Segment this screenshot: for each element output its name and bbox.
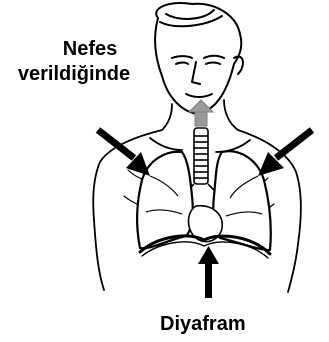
diaphragm-label: Diyafram — [160, 314, 246, 334]
left-pressure-arrow-icon — [98, 130, 150, 176]
diaphragm-arrow-icon — [198, 246, 219, 298]
breath-label-line1: Nefes — [40, 39, 140, 59]
right-pressure-arrow-icon — [258, 130, 312, 176]
breath-label-line2: verildiğinde — [4, 64, 144, 84]
head — [155, 3, 243, 114]
